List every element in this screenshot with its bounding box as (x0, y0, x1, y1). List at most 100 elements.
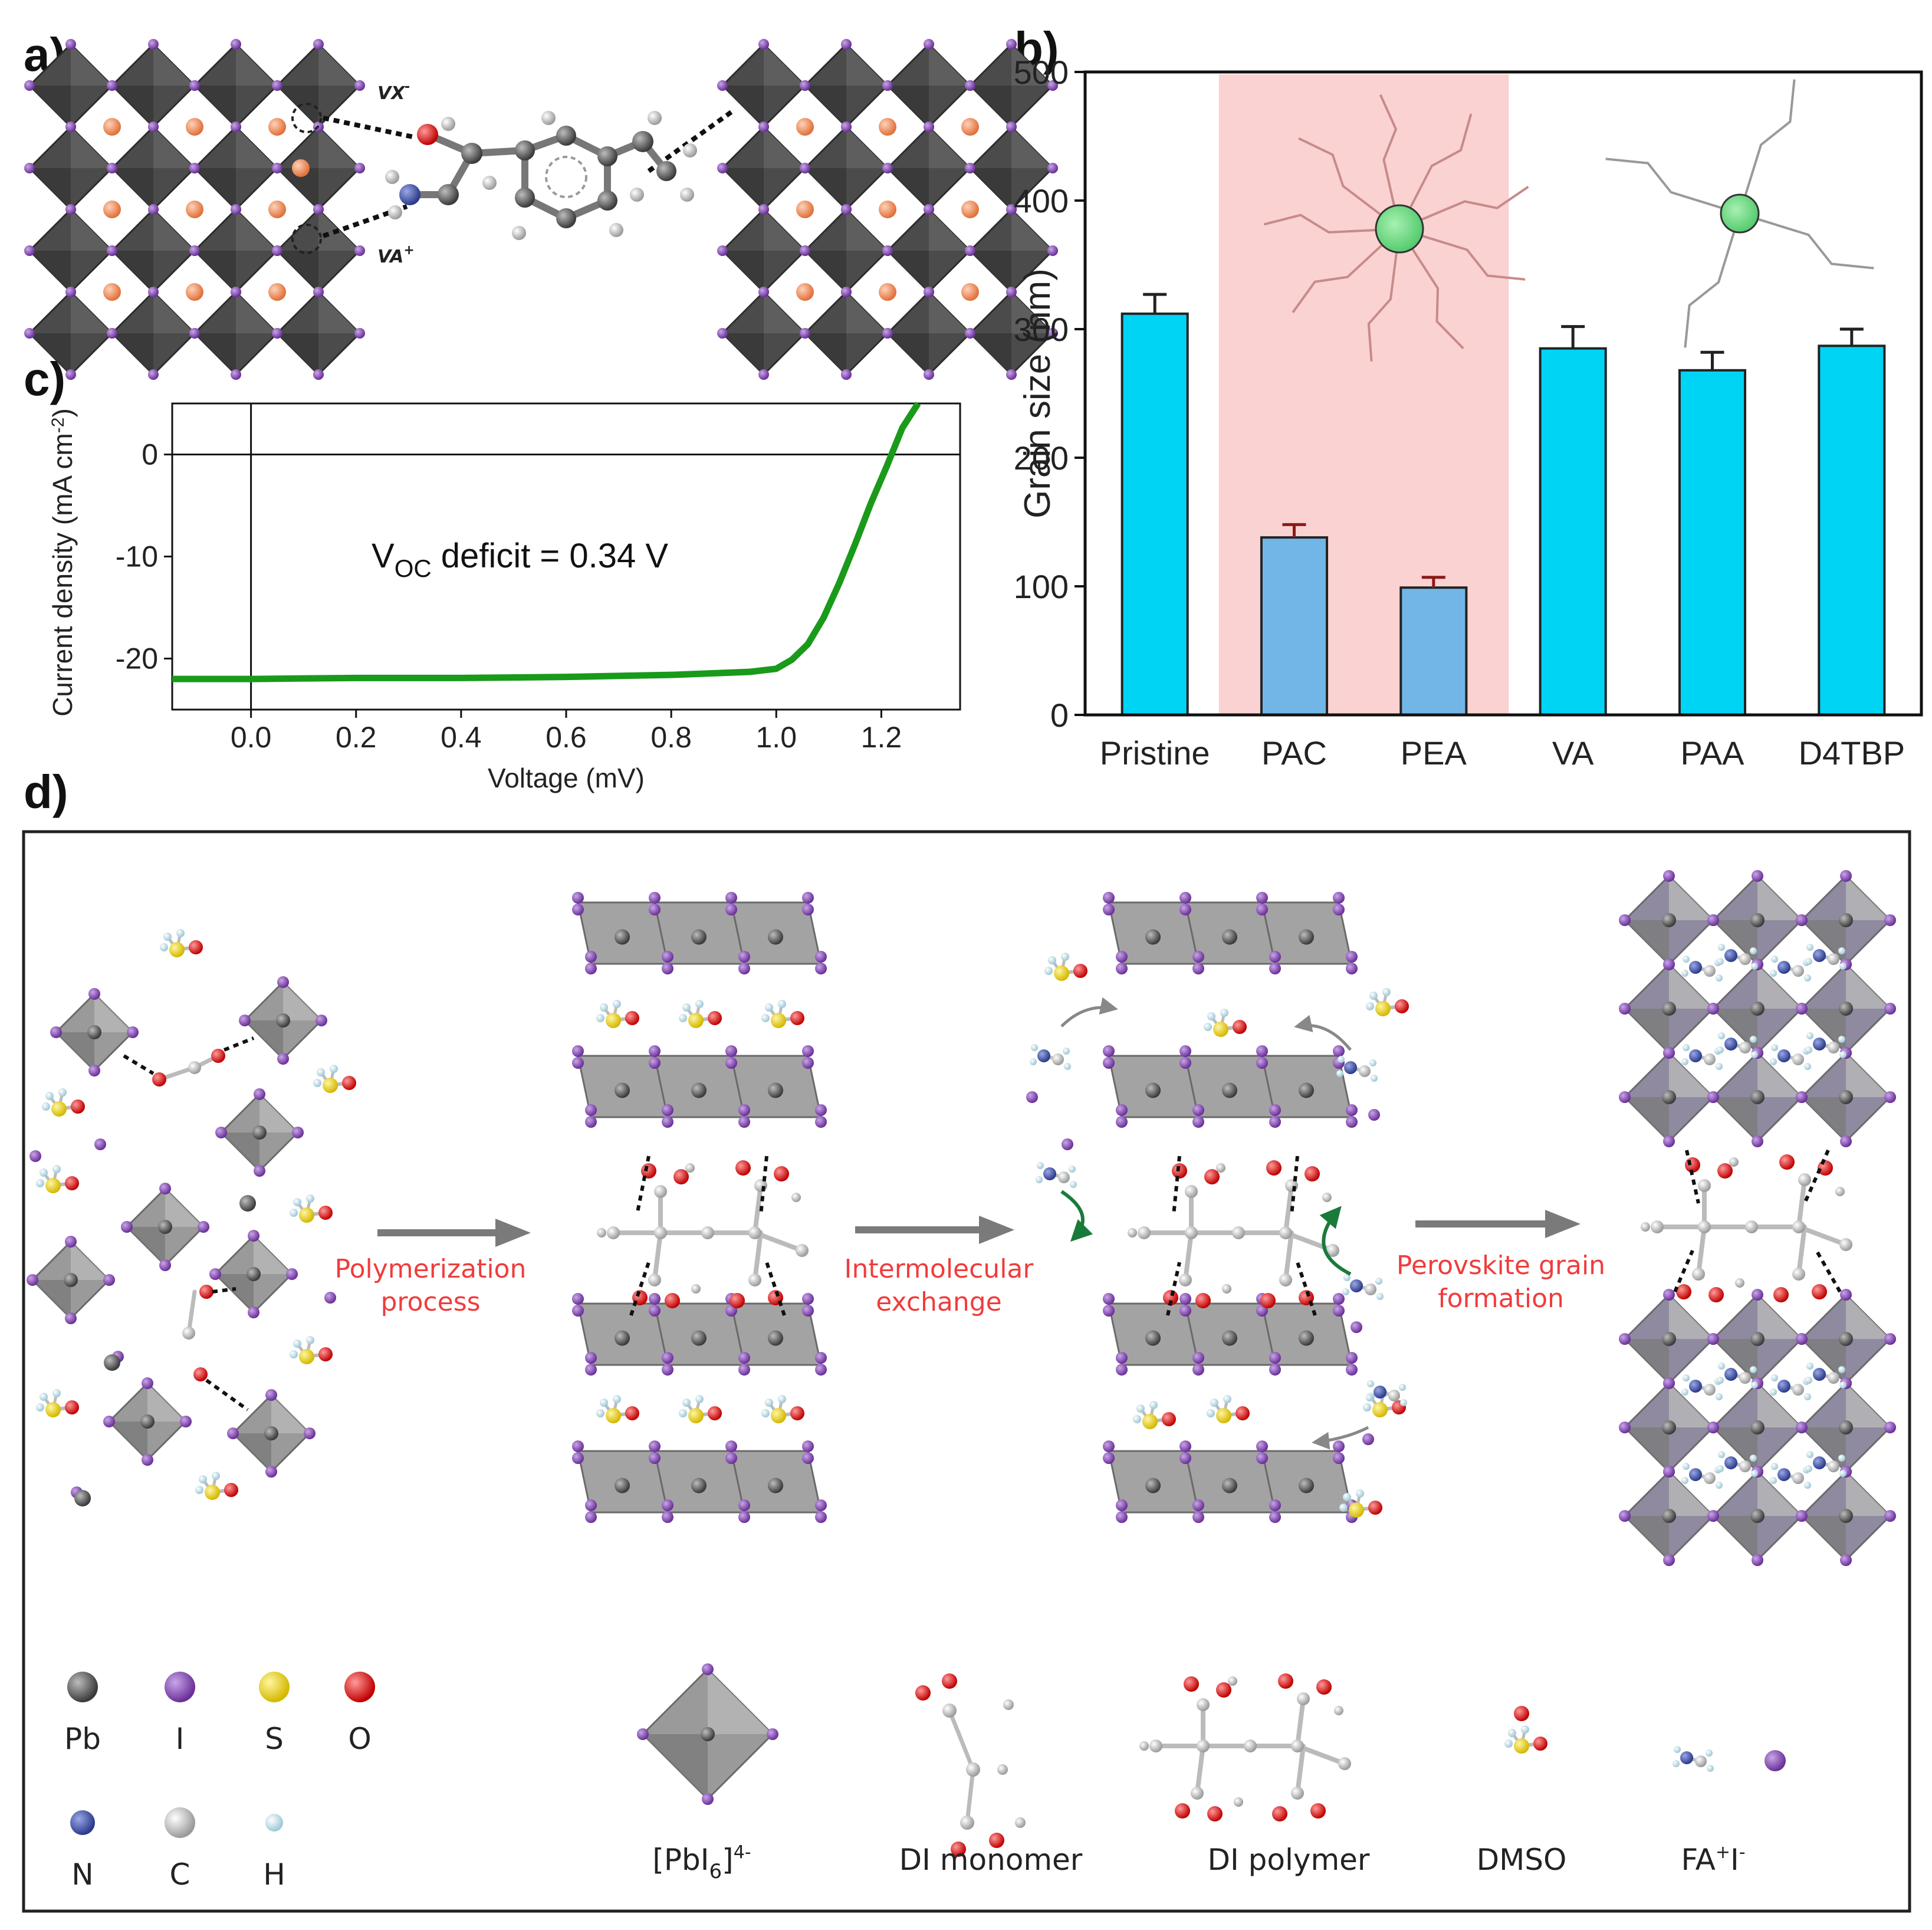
pb-atom (691, 929, 707, 945)
i-atom (189, 80, 200, 91)
i-atom (50, 1026, 62, 1038)
octahedron-face (888, 86, 929, 127)
or-atom (879, 118, 896, 136)
h-atom (1366, 1002, 1374, 1010)
s-atom (299, 1207, 314, 1223)
i-atom (572, 892, 584, 904)
i-atom (1179, 1452, 1191, 1464)
h-atom (778, 1000, 786, 1008)
h-atom (1044, 967, 1053, 975)
octahedron-face (1757, 1472, 1802, 1516)
o-atom (625, 1406, 639, 1420)
octahedron-face (1625, 1516, 1669, 1560)
h-atom (1838, 1366, 1845, 1373)
octahedron-face (1846, 1472, 1890, 1516)
c-atom (1739, 1042, 1751, 1053)
bar-pristine (1121, 312, 1189, 716)
i-atom (1884, 1003, 1896, 1015)
bond (186, 1289, 197, 1335)
i-atom (354, 163, 365, 173)
octahedron-face (970, 333, 1011, 375)
i-atom (1006, 369, 1017, 380)
n-atom (1689, 961, 1702, 974)
h-atom (1338, 1056, 1345, 1063)
h-atom (1366, 1394, 1373, 1401)
octahedron-face (1757, 1295, 1802, 1339)
i-atom (815, 951, 827, 963)
i-atom (649, 1440, 661, 1452)
i-atom (815, 1511, 827, 1523)
i-atom (572, 1045, 584, 1057)
i-atom (1269, 951, 1281, 963)
i-atom (662, 1116, 673, 1128)
c-atom (1792, 1384, 1804, 1396)
c-atom (1291, 1739, 1304, 1752)
i-atom (1269, 963, 1281, 974)
h-atom (1031, 1044, 1038, 1051)
c-atom (960, 1816, 974, 1830)
exchange-arrow-green (1060, 1190, 1093, 1242)
i-atom (725, 904, 737, 915)
octahedron-face (708, 1669, 773, 1734)
i-atom (1333, 904, 1345, 915)
o-atom (318, 1206, 333, 1220)
ligand-arm (1421, 234, 1526, 281)
h-atom (1716, 1482, 1723, 1489)
octahedron-face (1713, 1339, 1757, 1383)
ligand-arm (1292, 244, 1384, 313)
pb-atom (1750, 1332, 1765, 1346)
h-atom (1207, 1012, 1215, 1020)
i-atom (1192, 951, 1204, 963)
i-atom (1179, 892, 1191, 904)
o-atom (318, 1347, 333, 1361)
n-atom (1724, 1456, 1737, 1469)
i-atom (159, 1259, 171, 1271)
i-atom (272, 328, 282, 339)
i-atom (924, 369, 934, 380)
h-atom (1210, 1399, 1218, 1407)
octahedron-face (277, 251, 318, 292)
ligand-arm (1409, 113, 1473, 209)
pb-atom (1222, 929, 1237, 945)
s-atom (606, 1408, 621, 1423)
o-atom (774, 1166, 789, 1181)
pb-atom (1145, 1082, 1161, 1098)
x-tick-label: PAA (1681, 734, 1745, 772)
h-atom (600, 1399, 608, 1407)
h-atom (765, 1003, 773, 1012)
c-atom (441, 117, 455, 131)
octahedron-face (846, 127, 888, 168)
h-atom (1751, 1051, 1758, 1058)
i-atom (1663, 1135, 1675, 1147)
or-atom (268, 118, 286, 136)
i-atom (304, 1427, 316, 1439)
bond (652, 1230, 663, 1282)
i-atom (572, 1452, 584, 1464)
i-atom (277, 976, 289, 988)
y-tick-label: 300 (1014, 311, 1069, 348)
h-atom (1030, 1058, 1037, 1065)
s-atom (51, 1101, 67, 1117)
h-atom (1805, 1046, 1812, 1053)
h-atom (1399, 1384, 1406, 1391)
octahedron-face (929, 44, 970, 86)
h-atom (1069, 1166, 1076, 1173)
h-atom (40, 1393, 48, 1401)
pb-atom (64, 1273, 78, 1287)
bond (753, 1183, 763, 1235)
octahedron-face (1669, 1472, 1713, 1516)
or-atom (186, 283, 203, 301)
i-atom (758, 39, 769, 50)
nanoparticle-core (1720, 193, 1760, 234)
o-atom (730, 1293, 745, 1308)
octahedron-face (112, 333, 153, 375)
octahedron-face (970, 86, 1011, 127)
i-atom (649, 892, 661, 904)
octahedron-face (1713, 1097, 1757, 1141)
i-atom (800, 80, 810, 91)
bond (1796, 1177, 1807, 1229)
octahedron-face (71, 292, 112, 333)
i-atom (24, 328, 35, 339)
c-atom (1338, 1757, 1351, 1770)
i-atom (725, 1057, 737, 1069)
